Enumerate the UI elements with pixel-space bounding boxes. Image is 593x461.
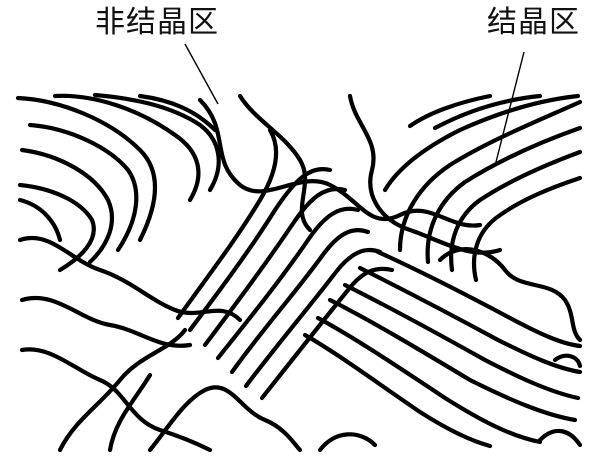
polymer-chain [407, 93, 493, 129]
polymer-chain [19, 347, 213, 453]
polymer-chain [243, 247, 383, 389]
polymer-chain [17, 197, 63, 243]
polymer-chain [92, 92, 221, 193]
polymer-chain [237, 93, 313, 233]
polymer-chain [107, 372, 153, 453]
polymer-chain [357, 265, 583, 375]
polymer-chain [471, 175, 583, 283]
crystalline-leader-line [495, 51, 525, 163]
polymer-chain [215, 206, 361, 361]
polymer-chain [425, 125, 583, 265]
polymer-chain [437, 247, 583, 343]
amorphous-leader-line [184, 43, 219, 105]
polymer-chain [327, 297, 578, 423]
polymer-chain [347, 93, 503, 255]
amorphous-tangles [17, 93, 583, 453]
polymer-chain [15, 95, 157, 243]
central-diagonal-lamella [175, 127, 395, 401]
polymer-chain [342, 282, 581, 401]
polymer-chain [19, 296, 193, 348]
right-folded-lamella [382, 93, 583, 283]
polymer-chain [449, 149, 583, 273]
right-lower-lamella [302, 249, 583, 449]
polymer-chain [317, 432, 378, 453]
polymer-chain [147, 385, 303, 453]
polymer-chain [375, 249, 583, 349]
polymer-chain [175, 127, 279, 321]
polymer-chain [197, 97, 483, 228]
polymer-chain [57, 327, 188, 453]
polymer-chain [137, 93, 218, 133]
polymer-chain [27, 122, 139, 253]
polymer-chain [17, 236, 243, 323]
polymer-chain [432, 93, 543, 131]
polymer-chain [259, 266, 395, 401]
polymer-chain [382, 93, 581, 193]
polymer-chain [552, 353, 583, 369]
polymer-chain [315, 315, 543, 445]
polymer-chain [187, 166, 333, 333]
crystalline-region-label: 结晶区 [487, 5, 580, 40]
polymer-chain [537, 428, 583, 448]
left-folded-lamella [15, 92, 221, 273]
polymer-chain [229, 228, 371, 375]
polymer-chain [52, 93, 201, 203]
polymer-chain [302, 332, 493, 449]
amorphous-region-label: 非结晶区 [95, 5, 219, 40]
polymer-chain [397, 99, 583, 253]
polymer-chain [19, 147, 114, 265]
